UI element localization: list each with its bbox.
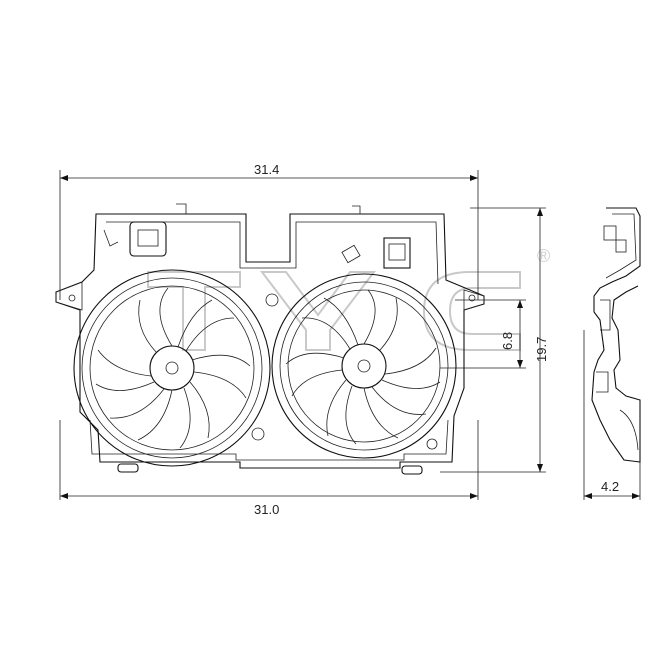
inner-height-label: 6.8 [500, 332, 515, 350]
right-connector [383, 237, 411, 269]
top-width-dimension: 31.4 [59, 162, 479, 300]
overall-height-label: 19.7 [534, 337, 549, 362]
watermark-registered-mark: ® [537, 246, 550, 266]
depth-dimension: 4.2 [583, 330, 641, 500]
fan-assembly-side-view [591, 207, 641, 463]
right-fan [271, 273, 457, 459]
left-connector [129, 221, 167, 257]
fan-shroud-front-view [55, 203, 485, 475]
inner-height-dimension: 6.8 [440, 299, 526, 369]
bottom-width-label: 31.0 [254, 502, 279, 517]
bottom-width-dimension: 31.0 [59, 420, 479, 517]
left-fan [73, 269, 271, 467]
overall-height-dimension: 19.7 [440, 207, 549, 473]
depth-label: 4.2 [601, 479, 619, 494]
top-width-label: 31.4 [254, 162, 279, 177]
